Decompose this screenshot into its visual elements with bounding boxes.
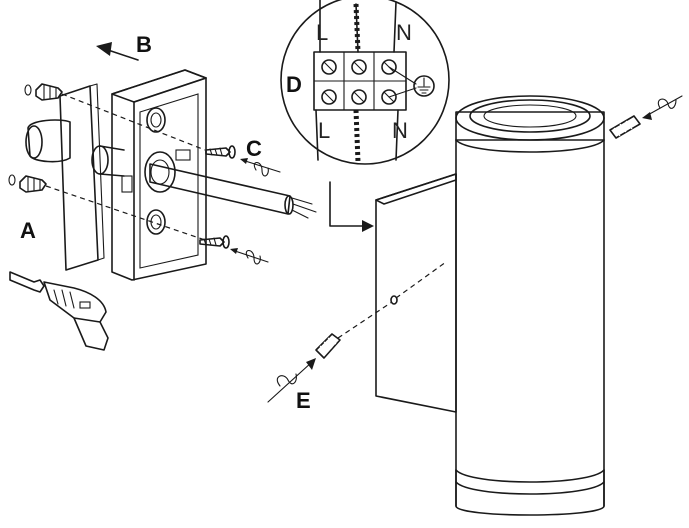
turn-arrow-icon: [267, 358, 316, 403]
screw-icon: [199, 235, 230, 249]
lamp-back-plate: [375, 173, 457, 413]
lamp-cylinder: [455, 111, 605, 516]
terminal-detail: L N L N D: [280, 0, 450, 165]
mounting-box: [111, 69, 207, 281]
wall-plate: [59, 85, 99, 271]
screw-icon: [205, 145, 236, 159]
mounting-assembly: A B C: [8, 32, 317, 351]
label-d: D: [286, 72, 302, 97]
screw-icon: [609, 115, 641, 139]
label-e: E: [296, 388, 311, 413]
turn-arrow-icon: [240, 158, 281, 177]
power-drill-icon: [9, 271, 109, 351]
label-c: C: [246, 136, 262, 161]
wall-plug-icon: [8, 174, 47, 193]
terminal-label-n-bottom: N: [392, 118, 408, 143]
terminal-block-icon: [313, 51, 407, 111]
turn-arrow-icon: [642, 95, 683, 120]
arrow-icon: [329, 181, 374, 232]
terminal-label-l-bottom: L: [318, 118, 330, 143]
wall-plug-icon: [24, 83, 63, 101]
terminal-label-l-top: L: [316, 20, 328, 45]
terminal-label-n-top: N: [396, 20, 412, 45]
label-b: B: [136, 32, 152, 57]
label-a: A: [20, 218, 36, 243]
screw-icon: [315, 333, 341, 359]
ground-symbol-icon: [388, 66, 435, 98]
turn-arrow-icon: [230, 248, 269, 265]
wall-cable-conduit: [25, 119, 71, 163]
wall-lamp: [375, 95, 605, 516]
arrow-icon: [96, 42, 139, 61]
power-cable: [91, 145, 317, 219]
